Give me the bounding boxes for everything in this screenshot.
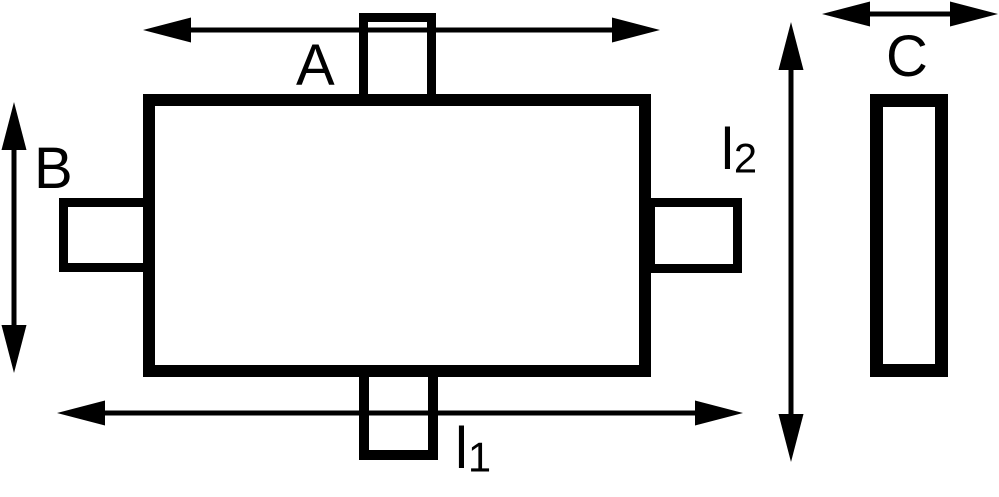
- arrowhead-down-icon: [778, 414, 804, 462]
- arrowhead-right-icon: [950, 1, 998, 27]
- arrowhead-down-icon: [1, 325, 27, 373]
- dimension-arrow-l1: [57, 400, 743, 426]
- arrowhead-right-icon: [695, 400, 743, 426]
- label-dim-l2: l2: [721, 121, 757, 179]
- front-view: [59, 13, 742, 460]
- dimension-arrow-a: [143, 17, 660, 43]
- label-dim-a: A: [296, 33, 335, 98]
- side-view: [870, 94, 948, 377]
- right-lead: [646, 198, 742, 273]
- label-l1-base: l: [455, 416, 468, 481]
- label-dim-b: B: [34, 136, 73, 201]
- label-dim-l1: l1: [455, 420, 491, 478]
- label-l2-base: l: [721, 117, 734, 182]
- dimension-arrow-l2: [778, 22, 804, 462]
- label-l1-subscript: 1: [467, 433, 492, 481]
- side-profile: [870, 94, 948, 377]
- dimension-arrow-c: [822, 1, 998, 27]
- arrowhead-up-icon: [1, 102, 27, 150]
- arrowhead-up-icon: [778, 22, 804, 70]
- dimension-arrow-b: [1, 102, 27, 373]
- left-lead: [59, 198, 153, 272]
- arrowhead-left-icon: [143, 17, 191, 43]
- arrowhead-left-icon: [57, 400, 105, 426]
- label-dim-c: C: [886, 24, 928, 89]
- label-l2-subscript: 2: [733, 134, 758, 182]
- arrowhead-right-icon: [612, 17, 660, 43]
- package-body: [143, 94, 651, 377]
- arrowhead-left-icon: [822, 1, 870, 27]
